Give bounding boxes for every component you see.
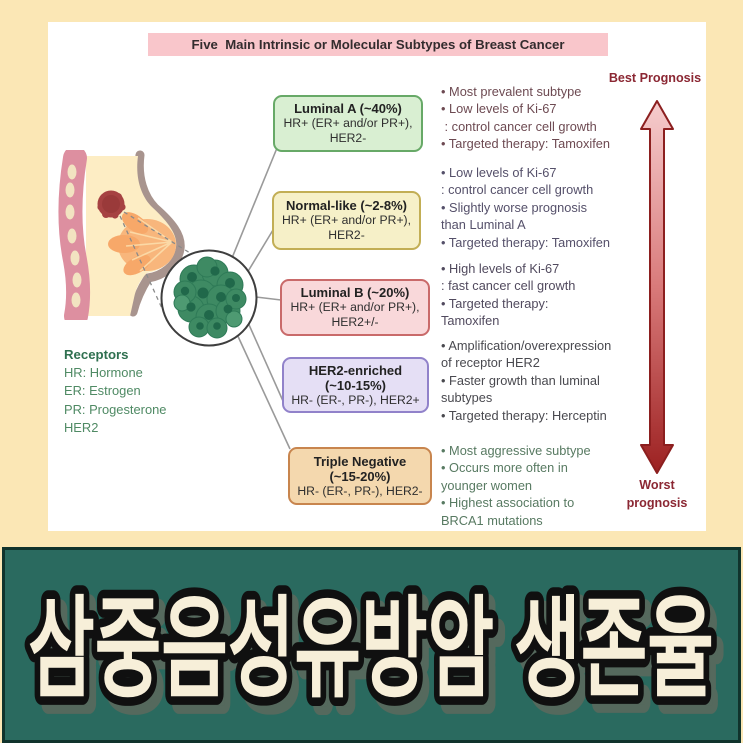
tumor-cells-magnifier — [160, 249, 258, 347]
subtype-title: Triple Negative (~15-20%) — [313, 453, 407, 484]
subtype-detail: HR+ (ER+ and/or PR+), HER2- — [283, 116, 413, 145]
svg-text:삼중음성유방암 생존율: 삼중음성유방암 생존율 — [35, 597, 721, 720]
subtype-detail: HR- (ER-, PR-), HER2+ — [291, 392, 420, 407]
headline-korean: 삼중음성유방암 생존율 삼중음성유방암 생존율 — [21, 581, 728, 727]
subtype-box-her2-enriched: HER2-enriched (~10-15%) HR- (ER-, PR-), … — [282, 357, 429, 413]
subtype-box-luminal-b: Luminal B (~20%) HR+ (ER+ and/or PR+), H… — [280, 279, 430, 336]
subtype-detail: HR+ (ER+ and/or PR+), HER2+/- — [290, 300, 420, 329]
receptors-heading: Receptors — [64, 347, 129, 362]
subtype-title: HER2-enriched (~10-15%) — [308, 362, 403, 393]
notes-luminal-b: • High levels of Ki-67 : fast cancer cel… — [441, 261, 576, 329]
svg-text:삼중음성유방암 생존율: 삼중음성유방암 생존율 — [28, 588, 714, 711]
subtype-box-triple-negative: Triple Negative (~15-20%) HR- (ER-, PR-)… — [288, 447, 432, 505]
receptors-legend: Receptors HR: Hormone ER: Estrogen PR: P… — [64, 345, 166, 437]
subtype-detail: HR+ (ER+ and/or PR+), HER2- — [281, 213, 412, 242]
worst-prognosis-label: Worst prognosis — [626, 478, 688, 510]
subtype-detail: HR- (ER-, PR-), HER2- — [297, 483, 423, 498]
prognosis-arrow — [640, 100, 674, 474]
notes-normal-like: • Low levels of Ki-67 : control cancer c… — [441, 165, 611, 250]
subtype-title: Luminal B (~20%) — [300, 285, 410, 300]
best-prognosis-label: Best Prognosis — [608, 71, 702, 85]
receptors-items: HR: Hormone ER: Estrogen PR: Progesteron… — [64, 365, 167, 435]
breast-anatomy-illustration — [58, 150, 185, 320]
notes-her2-enriched: • Amplification/overexpression of recept… — [441, 338, 612, 423]
subtype-title: Luminal A (~40%) — [294, 101, 402, 116]
subtype-title: Normal-like (~2-8%) — [285, 198, 407, 213]
notes-triple-negative: • Most aggressive subtype • Occurs more … — [441, 443, 591, 528]
subtype-box-normal-like: Normal-like (~2-8%) HR+ (ER+ and/or PR+)… — [272, 191, 421, 250]
headline-band: 삼중음성유방암 생존율 삼중음성유방암 생존율 삼중음성유방암 생존율 — [2, 547, 741, 743]
subtype-box-luminal-a: Luminal A (~40%) HR+ (ER+ and/or PR+), H… — [273, 95, 423, 152]
tumor — [97, 190, 126, 219]
notes-luminal-a: • Most prevalent subtype • Low levels of… — [441, 84, 611, 152]
diagram-title: Five Main Intrinsic or Molecular Subtype… — [148, 33, 608, 56]
